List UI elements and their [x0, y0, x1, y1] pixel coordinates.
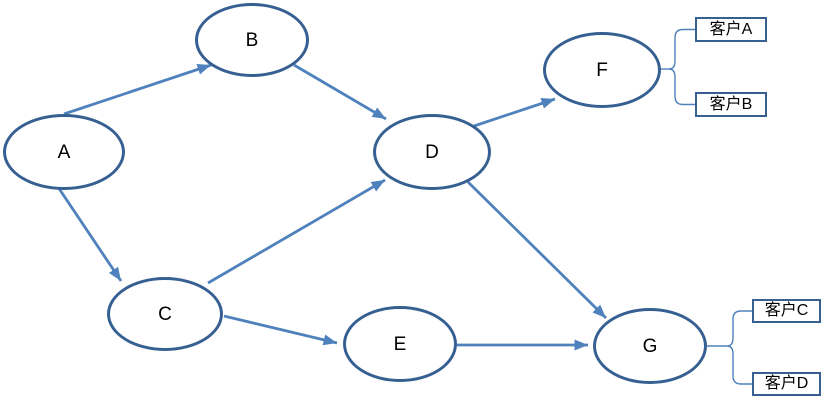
edge-b-d	[293, 63, 387, 121]
bracket-f	[660, 28, 695, 106]
node-e: E	[343, 306, 457, 382]
customer-box-label-b: 客户B	[709, 95, 753, 113]
customer-box-a: 客户A	[695, 17, 767, 42]
bracket-brace	[726, 310, 752, 385]
node-label-d: D	[425, 141, 439, 163]
customer-box-label-d: 客户D	[764, 375, 809, 392]
node-b: B	[195, 3, 309, 77]
node-a: A	[3, 114, 125, 190]
customer-box-label-c: 客户C	[764, 302, 809, 319]
node-label-f: F	[596, 59, 608, 81]
edge-c-e	[223, 314, 338, 346]
node-g: G	[593, 308, 707, 384]
node-label-a: A	[57, 141, 71, 163]
bracket-brace	[668, 28, 695, 106]
node-f: F	[543, 32, 661, 108]
node-label-g: G	[642, 335, 658, 357]
customer-box-b: 客户B	[695, 92, 767, 117]
node-label-e: E	[393, 333, 407, 355]
node-c: C	[107, 277, 223, 351]
node-label-b: B	[245, 29, 259, 51]
edge-c-d	[207, 178, 386, 285]
edge-d-g	[467, 181, 607, 319]
customer-box-c: 客户C	[752, 299, 821, 323]
customer-box-label-a: 客户A	[709, 20, 753, 38]
edge-a-b	[63, 63, 212, 116]
node-label-c: C	[158, 303, 172, 325]
node-d: D	[373, 114, 491, 190]
bracket-g	[706, 310, 752, 385]
edge-d-f	[473, 97, 556, 128]
customer-box-d: 客户D	[752, 372, 821, 396]
edge-a-c	[56, 186, 123, 282]
